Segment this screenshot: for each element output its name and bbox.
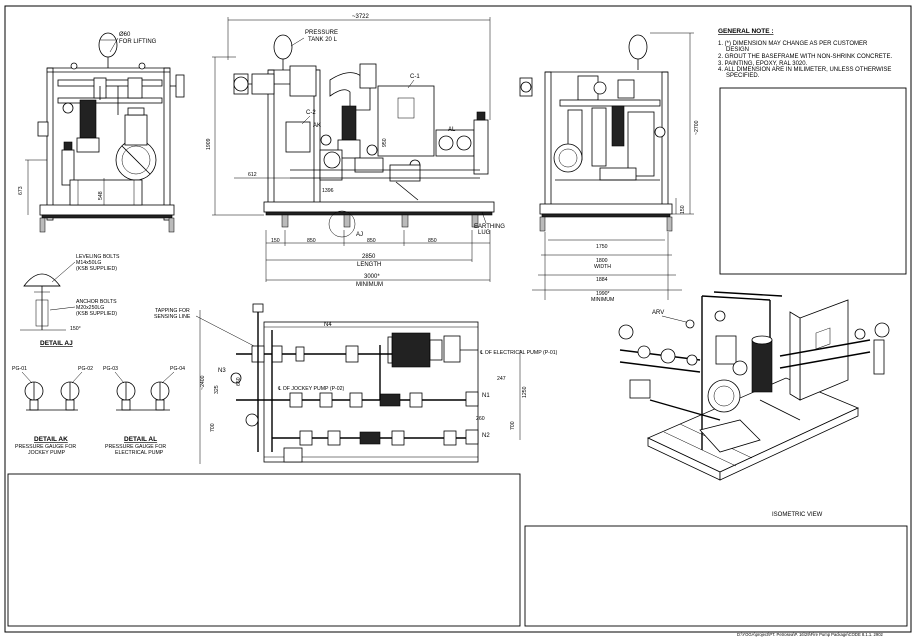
dim-min-value: 3000*	[364, 274, 380, 280]
note-line: 4. ALL DIMENSION ARE IN MILIMETER, UNLES…	[718, 67, 891, 73]
dim-overall-width: ~3722	[352, 14, 370, 20]
dim-325: 325	[214, 385, 220, 394]
title-block-left	[7, 473, 521, 627]
dim-min-label: MINIMUM	[356, 282, 383, 288]
dim-673: 673	[18, 186, 24, 195]
dim-1250: 1250	[522, 386, 528, 398]
dim-150-base: 150	[680, 205, 686, 214]
earthing-label: EARTHING	[474, 224, 505, 230]
pg02-label: PG-02	[78, 366, 93, 372]
detail-aj-dim: 150°	[70, 326, 81, 332]
plan-view: N4 N3 N1 N2 TAPPING FOR SENSING LINE ℄ O…	[154, 303, 558, 464]
detail-al-desc: PRESSURE GAUGE FOR	[105, 444, 166, 450]
dim-700-right: 700	[510, 421, 516, 430]
detail-ak: PG-01 PG-02 DETAIL AK PRESSURE GAUGE FOR…	[12, 366, 93, 456]
detail-al-title: DETAIL AL	[124, 436, 157, 443]
detail-aj: LEVELING BOLTS M14x50LG (KSB SUPPLIED) A…	[20, 254, 120, 347]
dim-548: 548	[98, 191, 104, 200]
file-path: D:\YOGA\project\PT. Petrosea\P. 16\29\Fi…	[737, 632, 884, 637]
label-c1: C-1	[410, 74, 420, 80]
detail-ak-title: DETAIL AK	[34, 436, 68, 443]
note-line: DESIGN	[726, 47, 749, 53]
dim-1800: 1800	[596, 258, 608, 264]
leveling-bolts: LEVELING BOLTS	[76, 254, 120, 260]
dim-1990: 1990*	[596, 291, 610, 297]
pg01-label: PG-01	[12, 366, 27, 372]
dim-260: 260	[476, 416, 485, 422]
label-ak: AK	[313, 123, 321, 129]
detail-ak-desc: PRESSURE GAUGE FOR	[15, 444, 76, 450]
leveling-supply: (KSB SUPPLIED)	[76, 266, 117, 272]
end-view: ~2700 150 1750 1800 WIDTH 1884 1990* MIN…	[519, 32, 700, 303]
tapping-sub: SENSING LINE	[154, 314, 191, 320]
dim-minimum: MINIMUM	[591, 297, 614, 303]
dim-length-label: LENGTH	[357, 262, 381, 268]
detail-aj-title: DETAIL AJ	[40, 340, 73, 347]
detail-al-desc-2: ELECTRICAL PUMP	[115, 450, 164, 456]
earthing-lug: LUG	[478, 230, 491, 236]
side-elevation: ~3722 PRESSURE TANK 20 L C-1 C-2	[206, 14, 505, 288]
dim-seg-850-1: 850	[307, 238, 316, 244]
dim-length-value: 2850	[362, 254, 376, 260]
detail-al: PG-03 PG-04 DETAIL AL PRESSURE GAUGE FOR…	[103, 366, 185, 456]
anchor-bolts: ANCHOR BOLTS	[76, 299, 117, 305]
dim-1884: 1884	[596, 277, 608, 283]
label-c2: C-2	[306, 110, 316, 116]
dim-1396: 1396	[322, 188, 334, 194]
dim-1909: 1909	[206, 138, 212, 150]
notes-title: GENERAL NOTE :	[718, 28, 774, 35]
cl-jockey-pump: ℄ OF JOCKEY PUMP (P-02)	[278, 386, 345, 392]
dim-950: 950	[382, 138, 388, 147]
title-block-right	[524, 525, 908, 627]
dim-612: 612	[248, 172, 257, 178]
nozzle-n4: N4	[324, 322, 332, 328]
pressure-tank-label: PRESSURE	[305, 30, 338, 36]
arv-label: ARV	[652, 310, 664, 316]
dim-seg-150: 150	[271, 238, 280, 244]
dim-width-label: WIDTH	[594, 264, 611, 270]
dim-seg-850-3: 850	[428, 238, 437, 244]
tapping-label: TAPPING FOR	[155, 308, 190, 314]
cl-electrical-pump: ℄ OF ELECTRICAL PUMP (P-01)	[480, 350, 558, 356]
dim-2400: ~2400	[200, 375, 206, 390]
nozzle-n1: N1	[482, 393, 490, 399]
note-line: 1. (*) DIMENSION MAY CHANGE AS PER CUSTO…	[718, 41, 868, 47]
nozzle-n3: N3	[218, 368, 226, 374]
pg04-label: PG-04	[170, 366, 185, 372]
detail-ak-desc-2: JOCKEY PUMP	[28, 450, 66, 456]
dim-height: ~2700	[694, 120, 700, 135]
sheet-border	[4, 5, 912, 633]
label-aj: AJ	[356, 232, 363, 238]
revision-box	[719, 87, 907, 275]
dim-700-left: 700	[210, 423, 216, 432]
anchor-size: M20x250LG	[76, 305, 104, 311]
label-al: AL	[448, 127, 456, 133]
isometric-caption: ISOMETRIC VIEW	[772, 512, 823, 518]
front-view: Ø60 FOR LIFTING	[18, 32, 185, 233]
pressure-tank-size: TANK 20 L	[308, 37, 338, 43]
anchor-supply: (KSB SUPPLIED)	[76, 311, 117, 317]
lifting-note: FOR LIFTING	[119, 39, 157, 45]
pg03-label: PG-03	[103, 366, 118, 372]
note-line: SPECIFIED.	[726, 73, 760, 79]
dim-650: 650	[236, 377, 242, 386]
note-line: 2. GROUT THE BASEFRAME WITH NON-SHRINK C…	[718, 54, 892, 60]
dim-seg-850-2: 850	[367, 238, 376, 244]
dim-247: 247	[497, 376, 506, 382]
note-line: 3. PAINTING, EPOXY, RAL 3020.	[718, 61, 808, 67]
dim-1750: 1750	[596, 244, 608, 250]
isometric-view: ARV ISOMETRIC VIEW	[618, 291, 890, 518]
lifting-dim: Ø60	[119, 32, 131, 38]
leveling-size: M14x50LG	[76, 260, 101, 266]
nozzle-n2: N2	[482, 433, 490, 439]
general-notes: GENERAL NOTE : 1. (*) DIMENSION MAY CHAN…	[718, 28, 907, 275]
